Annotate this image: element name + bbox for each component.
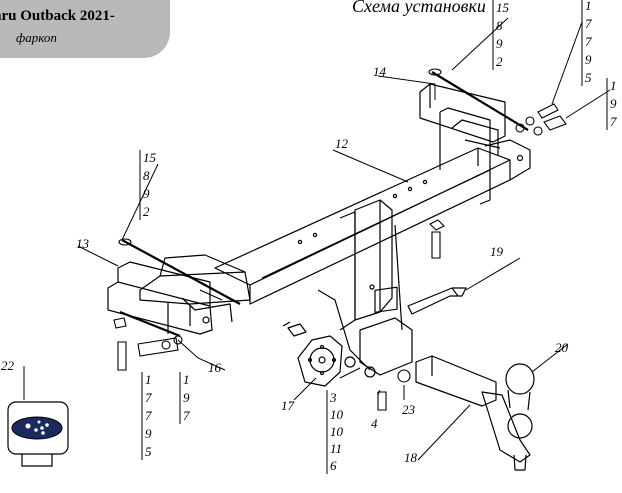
callout-c1bm-line-1: 9 — [183, 390, 190, 405]
callout-c12-line-0: 12 — [335, 136, 349, 151]
callout-c1top-line-2: 7 — [585, 34, 592, 49]
socket-bracket-drawing — [282, 321, 376, 387]
diagram-title: Схема установки — [352, 0, 486, 16]
callout-c20-line-0: 20 — [555, 340, 569, 355]
model-subtitle: фаркоп — [16, 30, 57, 45]
callout-c15top-line-0: 15 — [496, 0, 510, 15]
callout-c15top-line-1: 8 — [496, 18, 503, 33]
callout-c15left-line-2: 9 — [143, 186, 150, 201]
callout-c1bl-line-3: 9 — [145, 426, 152, 441]
receiver-drawing — [317, 199, 413, 376]
callout-c17-line-0: 17 — [281, 398, 295, 413]
left-bracket-drawing — [107, 254, 251, 335]
callout-c1top-line-3: 9 — [585, 52, 592, 67]
callout-c1bl-line-1: 7 — [145, 390, 152, 405]
callout-c1top-line-4: 5 — [585, 70, 592, 85]
callout-c14-line-0: 14 — [373, 64, 387, 79]
callout-c1right-line-0: 1 — [610, 78, 617, 93]
callout-c15top-line-3: 2 — [496, 54, 503, 69]
callout-c23-line-0: 23 — [402, 402, 416, 417]
callout-c1top-line-1: 7 — [585, 16, 592, 31]
callout-c3-line-4: 6 — [330, 458, 337, 473]
callout-c3-line-2: 10 — [330, 424, 344, 439]
callout-c3-line-0: 3 — [329, 390, 337, 405]
tow-pin-drawing — [407, 287, 467, 315]
model-header: aru Outback 2021- фаркоп — [0, 0, 170, 58]
callout-c19-line-0: 19 — [490, 244, 504, 259]
crossbeam-drawing — [214, 139, 531, 305]
callout-c13-line-0: 13 — [76, 236, 90, 251]
ball-mount-drawing — [415, 355, 535, 471]
callout-c1bm-line-2: 7 — [183, 408, 190, 423]
callout-c16-line-0: 16 — [208, 360, 222, 375]
callout-c22-line-0: 22 — [1, 358, 15, 373]
callout-c18-line-0: 18 — [404, 450, 418, 465]
callout-c15top-line-2: 9 — [496, 36, 503, 51]
callout-c3-line-1: 10 — [330, 407, 344, 422]
callout-c1right-line-2: 7 — [610, 114, 617, 129]
callout-c1bl-line-0: 1 — [145, 372, 152, 387]
leader-lines — [23, 17, 611, 461]
callout-c1bl-line-2: 7 — [145, 408, 152, 423]
callout-c1bm-line-0: 1 — [183, 372, 190, 387]
alignment-lines — [119, 71, 529, 338]
subaru-badge-drawing — [7, 401, 69, 467]
callout-c15left-line-0: 15 — [143, 150, 157, 165]
fasteners-drawing — [113, 68, 567, 411]
model-title: aru Outback 2021- — [0, 8, 115, 24]
callout-c1right-line-1: 9 — [610, 96, 617, 111]
callout-c1bl-line-4: 5 — [145, 444, 152, 459]
callout-c15left-line-3: 2 — [143, 204, 150, 219]
callout-c1top-line-0: 1 — [585, 0, 592, 13]
callout-c3-line-3: 11 — [330, 441, 342, 456]
callout-c15left-line-1: 8 — [143, 168, 150, 183]
callout-c4-line-0: 4 — [371, 416, 378, 431]
